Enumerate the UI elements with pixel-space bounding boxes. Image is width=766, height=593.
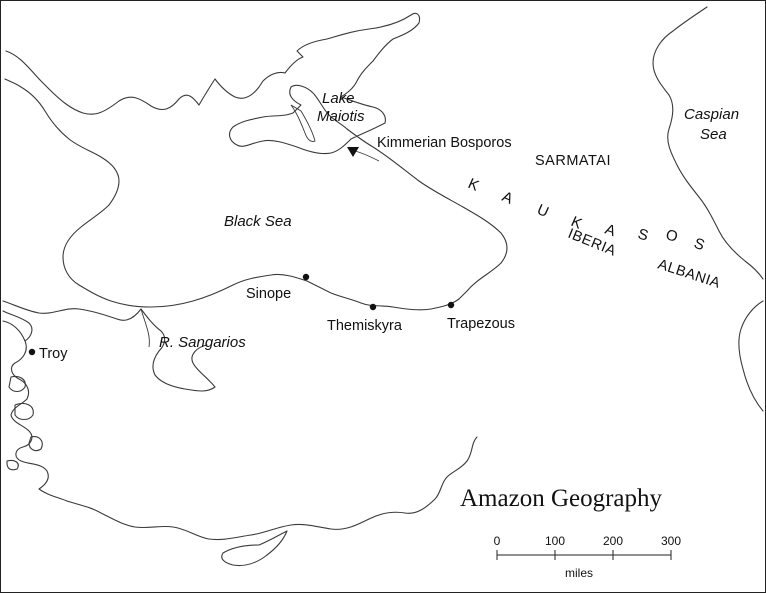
scale-unit-label: miles (565, 566, 593, 580)
kaukasos-letter-5: A (603, 221, 618, 240)
sinope-dot (302, 273, 310, 281)
island-samos (6, 459, 19, 471)
kaukasos-letter-3: U (534, 201, 551, 221)
island-cyprus (221, 530, 288, 567)
scale-tick-0: 0 (494, 534, 501, 548)
themiskyra-dot (369, 303, 377, 311)
island-lemnos (8, 375, 26, 393)
sinope-label: Sinope (246, 286, 291, 302)
troy-label: Troy (39, 346, 68, 362)
caspian-east-coast (738, 300, 764, 412)
trapezous-dot (447, 301, 455, 309)
thrace-coast (2, 310, 33, 342)
scale-tick-200: 200 (603, 534, 623, 548)
scale-tick-100: 100 (545, 534, 565, 548)
scale-bar: 0 100 200 300 miles (494, 534, 682, 580)
kaukasos-letter-2: A (499, 188, 515, 208)
sangarios-river (140, 308, 150, 348)
island-lesbos (14, 402, 34, 421)
albania-label: ALBANIA (656, 257, 723, 292)
caspian-label-line2: Sea (700, 126, 727, 143)
map-title: Amazon Geography (460, 485, 663, 512)
scale-tick-300: 300 (661, 534, 681, 548)
sangarios-label: R. Sangarios (159, 334, 246, 351)
themiskyra-label: Themiskyra (327, 318, 403, 334)
lake-maiotis-label-line1: Lake (322, 90, 355, 107)
anatolia-west-coast (2, 300, 216, 392)
troad-coast (2, 320, 478, 541)
bosporos-arrow-line (354, 150, 380, 162)
caspian-label-line1: Caspian (684, 106, 739, 123)
troy-dot (28, 348, 36, 356)
kaukasos-letter-1: K (465, 175, 481, 195)
island-chios (28, 436, 43, 452)
caspian-west-coast (652, 6, 764, 280)
black-sea-coastline (4, 12, 508, 311)
black-sea-label: Black Sea (224, 213, 292, 230)
kaukasos-letter-8: S (692, 235, 707, 254)
kaukasos-letter-6: S (636, 226, 650, 245)
kimmerian-bosporos-label: Kimmerian Bosporos (377, 135, 512, 151)
bosporos-arrowhead (347, 147, 359, 157)
sarmatai-label: SARMATAI (535, 153, 611, 169)
azov-spit (290, 104, 316, 142)
kaukasos-letter-7: O (664, 226, 679, 245)
trapezous-label: Trapezous (447, 316, 515, 332)
lake-maiotis-label-line2: Maiotis (317, 108, 365, 125)
